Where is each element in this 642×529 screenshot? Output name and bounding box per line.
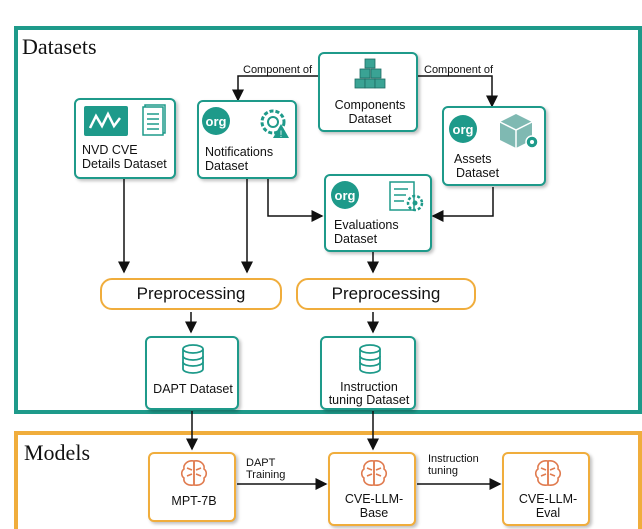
components-label-1: Components — [334, 98, 406, 112]
edge-assets-evaluations — [431, 187, 494, 222]
mpt-label: MPT-7B — [171, 494, 217, 508]
component-of-label-left: Component of — [243, 64, 313, 76]
mpt-7b-node: MPT-7B — [148, 452, 236, 522]
database-icon — [359, 344, 381, 374]
nvd-logo-icon — [84, 106, 128, 136]
assets-dataset-node: org Assets Dataset — [442, 106, 546, 186]
database-icon — [182, 344, 204, 374]
stacked-boxes-icon — [354, 58, 386, 89]
cve-llm-base-label-1: CVE-LLM- — [344, 492, 404, 506]
checklist-gear-icon — [389, 181, 424, 212]
instruction-dataset-label-2: tuning Dataset — [328, 393, 410, 407]
org-badge-icon: org — [202, 107, 230, 135]
edge-notifications-evaluations — [267, 179, 324, 222]
components-dataset-node: Components Dataset — [318, 52, 418, 132]
assets-label-1: Assets — [454, 152, 492, 166]
cve-llm-eval-node: CVE-LLM- Eval — [502, 452, 590, 526]
preprocessing-left: Preprocessing — [100, 278, 282, 310]
instruction-tuning-label-1: Instruction — [428, 453, 479, 465]
instruction-tuning-label-2: tuning — [428, 465, 458, 477]
evaluations-label-1: Evaluations — [334, 218, 399, 232]
nvd-label-1: NVD CVE — [82, 143, 138, 157]
instruction-dataset-label-1: Instruction — [340, 380, 398, 394]
document-icon — [142, 104, 166, 136]
brain-icon — [360, 460, 388, 486]
models-panel — [14, 431, 642, 529]
component-of-label-right: Component of — [424, 64, 494, 76]
preprocessing-right: Preprocessing — [296, 278, 476, 310]
svg-text:org: org — [335, 188, 356, 203]
instruction-dataset-node: Instruction tuning Dataset — [320, 336, 416, 410]
cve-llm-eval-label-2: Eval — [535, 506, 561, 520]
cve-llm-base-node: CVE-LLM- Base — [328, 452, 416, 526]
svg-text:org: org — [206, 114, 227, 129]
cve-llm-eval-label-1: CVE-LLM- — [518, 492, 578, 506]
dapt-training-label-1: DAPT — [246, 457, 276, 469]
components-label-2: Dataset — [348, 112, 392, 126]
notifications-label-2: Dataset — [205, 159, 249, 173]
org-badge-icon: org — [449, 115, 477, 143]
datasets-title: Datasets — [22, 34, 97, 59]
models-title: Models — [24, 440, 90, 465]
package-gear-icon — [499, 114, 539, 149]
datasets-panel — [14, 26, 642, 414]
dapt-dataset-label: DAPT Dataset — [153, 382, 233, 396]
dapt-training-label-2: Training — [246, 469, 286, 481]
evaluations-dataset-node: org Evaluations Dataset — [324, 174, 432, 252]
brain-icon — [180, 460, 208, 486]
nvd-dataset-node: NVD CVE Details Dataset — [74, 98, 176, 179]
notifications-label-1: Notifications — [205, 145, 274, 159]
cve-llm-base-label-2: Base — [359, 506, 389, 520]
edge-components-assets — [418, 75, 498, 108]
evaluations-label-2: Dataset — [334, 232, 378, 246]
notifications-dataset-node: org ! Notifications Dataset — [197, 100, 297, 179]
edge-components-notifications — [232, 75, 318, 102]
assets-label-2: Dataset — [456, 166, 500, 180]
nvd-label-2: Details Dataset — [82, 157, 167, 171]
dapt-dataset-node: DAPT Dataset — [145, 336, 239, 410]
svg-text:org: org — [453, 122, 474, 137]
svg-text:!: ! — [280, 129, 283, 139]
org-badge-icon: org — [331, 181, 359, 209]
brain-icon — [534, 460, 562, 486]
gear-warning-icon: ! — [260, 109, 289, 139]
